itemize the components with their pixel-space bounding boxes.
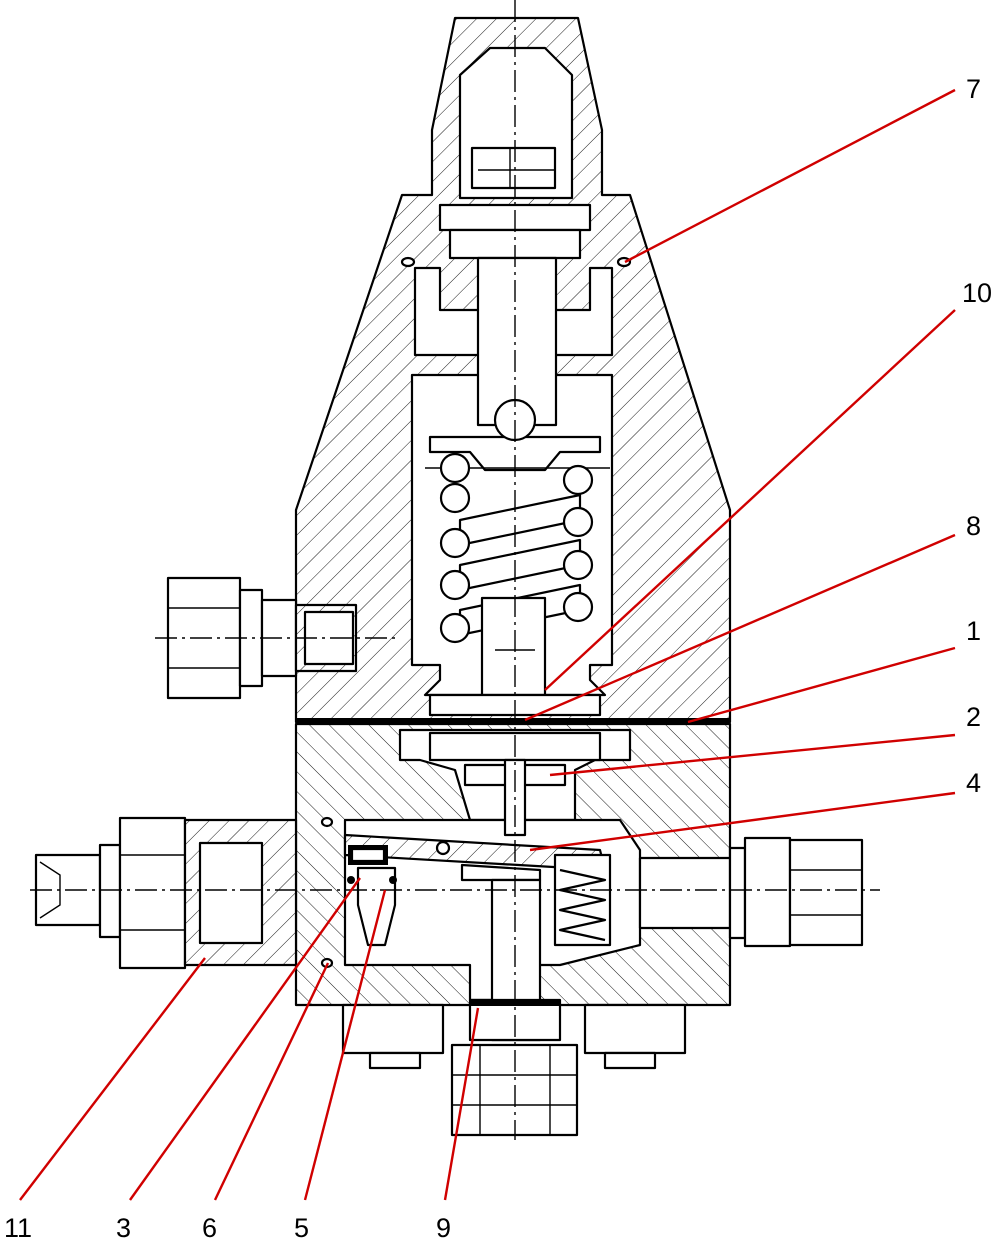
- callout-2: 2: [966, 702, 981, 732]
- leader-6: [213, 962, 330, 1201]
- leader-4: [529, 791, 956, 852]
- callout-11: 11: [4, 1213, 32, 1241]
- callout-6: 6: [202, 1213, 217, 1241]
- leader-10: [544, 309, 956, 691]
- callout-4: 4: [966, 768, 981, 798]
- callout-3: 3: [116, 1213, 131, 1241]
- diaphragm: [296, 718, 730, 724]
- leader-5: [303, 889, 387, 1201]
- leader-3: [129, 877, 361, 1201]
- spring-assembly: [425, 398, 610, 717]
- callout-7: 7: [966, 74, 981, 104]
- leader-7: [624, 88, 956, 264]
- callout-1: 1: [966, 616, 981, 646]
- adjusting-screw: [438, 146, 592, 427]
- callout-9: 9: [436, 1213, 451, 1241]
- callout-8: 8: [966, 511, 981, 541]
- left-lower-fitting: [34, 816, 298, 970]
- leader-1: [687, 646, 956, 724]
- leader-2: [549, 733, 956, 777]
- lever-spring: [553, 853, 612, 947]
- right-fitting: [638, 836, 864, 948]
- callout-labels: 7 10 8 1 2 4 11 3 6 5 9: [4, 74, 992, 1241]
- center-lines: [30, 0, 880, 1140]
- leader-8: [524, 533, 956, 722]
- nozzle-seat: [347, 866, 397, 947]
- leader-lines: [19, 88, 956, 1201]
- callout-10: 10: [962, 278, 992, 308]
- lever: [343, 833, 607, 882]
- callout-5: 5: [294, 1213, 309, 1241]
- leader-11: [19, 957, 206, 1201]
- leader-9: [443, 1007, 480, 1201]
